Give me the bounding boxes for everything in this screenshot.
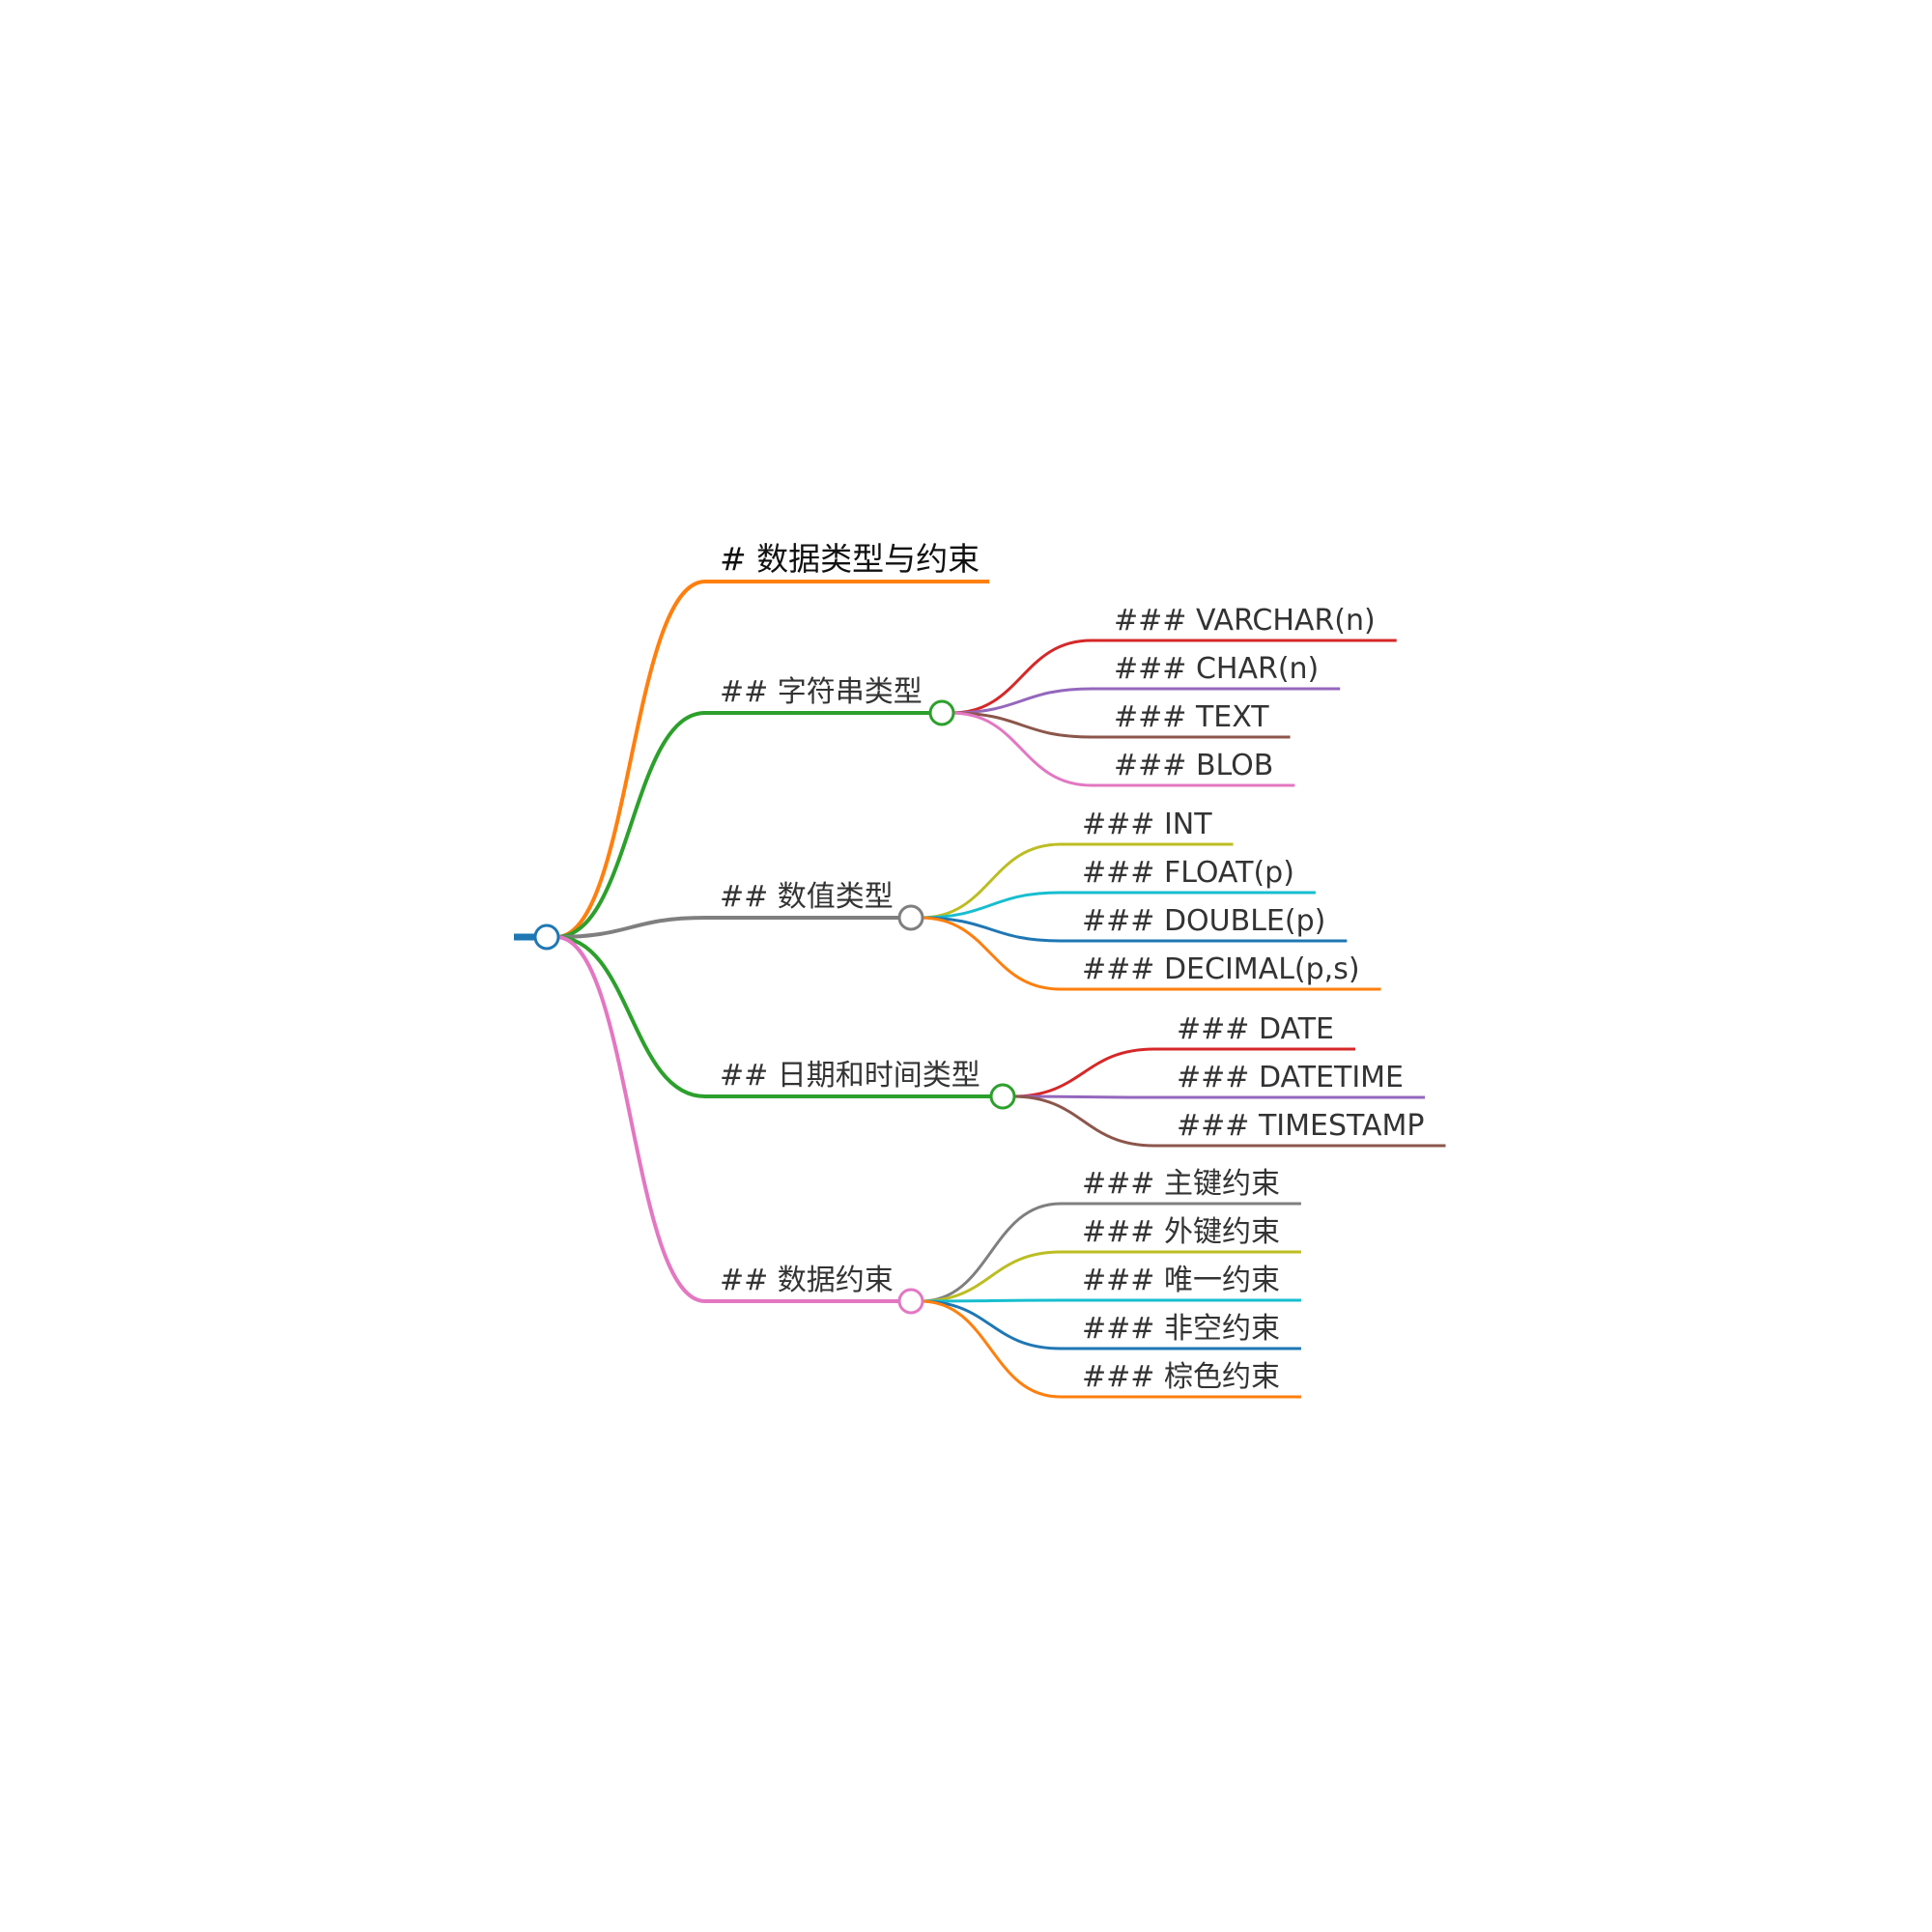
leaf-edge <box>920 916 1062 943</box>
root-node[interactable] <box>514 923 560 951</box>
leaf-node[interactable]: ### BLOB <box>951 711 1295 787</box>
leaf-label: ### 外键约束 <box>1082 1215 1280 1249</box>
title-node[interactable]: # 数据类型与约束 <box>720 540 980 578</box>
leaf-label: ### TEXT <box>1114 700 1269 734</box>
mindmap-tree: # 数据类型与约束 ## 字符串类型 ### VARCHAR(n) ### CHAR(… <box>514 540 1446 1399</box>
leaf-edge <box>920 1250 1062 1303</box>
leaf-edge <box>951 711 1093 739</box>
leaf-edge <box>951 711 1093 787</box>
leaf-label: ### TIMESTAMP <box>1177 1109 1425 1143</box>
category-node[interactable]: ## 日期和时间类型 <box>720 1059 980 1093</box>
leaf-edge <box>920 916 1062 991</box>
branch-edge <box>555 935 706 1303</box>
leaf-node[interactable]: ### DATE <box>1011 1012 1355 1098</box>
leaf-node[interactable]: ### TIMESTAMP <box>1011 1094 1446 1148</box>
branch-4: ## 日期和时间类型 ### DATE ### DATETIME ### TIMEST… <box>555 935 1446 1148</box>
leaf-label: ### FLOAT(p) <box>1082 856 1294 890</box>
category-node[interactable]: ## 字符串类型 <box>720 675 923 709</box>
leaf-node[interactable]: ### 唯一约束 <box>920 1264 1301 1303</box>
leaf-label: ### 棕色约束 <box>1082 1360 1280 1394</box>
collapse-toggle-icon[interactable] <box>897 904 924 931</box>
leaf-node[interactable]: ### 主键约束 <box>920 1167 1301 1303</box>
leaf-label: ### CHAR(n) <box>1114 652 1319 686</box>
leaf-label: ### DECIMAL(p,s) <box>1082 952 1360 986</box>
leaf-edge <box>951 687 1093 715</box>
leaf-node[interactable]: ### CHAR(n) <box>951 652 1341 715</box>
leaf-label: ### DOUBLE(p) <box>1082 904 1325 938</box>
branch-edge <box>555 580 706 939</box>
root-toggle-icon[interactable] <box>533 923 560 951</box>
branch-edge <box>555 916 706 939</box>
leaf-node[interactable]: ### DOUBLE(p) <box>920 904 1348 943</box>
leaf-node[interactable]: ### 非空约束 <box>920 1299 1301 1350</box>
leaf-label: ### INT <box>1082 808 1212 841</box>
leaf-node[interactable]: ### TEXT <box>951 700 1291 739</box>
leaf-edge <box>920 1299 1062 1399</box>
leaf-label: ### VARCHAR(n) <box>1114 604 1376 638</box>
leaf-node[interactable]: ### 棕色约束 <box>920 1299 1301 1399</box>
leaf-edge <box>920 1299 1062 1350</box>
leaf-edge <box>920 1202 1062 1303</box>
leaf-label: ### DATE <box>1177 1012 1334 1046</box>
branch-2: ## 字符串类型 ### VARCHAR(n) ### CHAR(n) ### TEX… <box>555 604 1397 939</box>
leaf-node[interactable]: ### DECIMAL(p,s) <box>920 916 1381 991</box>
collapse-toggle-icon[interactable] <box>989 1083 1016 1110</box>
collapse-toggle-icon[interactable] <box>897 1288 924 1315</box>
leaf-edge <box>920 891 1062 920</box>
leaf-node[interactable]: ### INT <box>920 808 1234 920</box>
branch-3: ## 数值类型 ### INT ### FLOAT(p) ### DOUBLE(p) #… <box>555 808 1381 991</box>
leaf-label: ### 非空约束 <box>1082 1312 1280 1346</box>
leaf-edge <box>920 1298 1062 1303</box>
branch-1: # 数据类型与约束 <box>555 540 990 939</box>
leaf-edge <box>1011 1047 1155 1098</box>
category-node[interactable]: ## 数值类型 <box>720 880 894 914</box>
leaf-edge <box>1011 1094 1155 1099</box>
collapse-toggle-icon[interactable] <box>928 699 955 726</box>
leaf-node[interactable]: ### VARCHAR(n) <box>951 604 1397 715</box>
leaf-label: ### 唯一约束 <box>1082 1264 1280 1297</box>
leaf-node[interactable]: ### DATETIME <box>1011 1061 1426 1099</box>
leaf-edge <box>951 639 1093 715</box>
category-node[interactable]: ## 数据约束 <box>720 1264 894 1297</box>
branch-edge <box>555 935 706 1098</box>
leaf-edge <box>920 842 1062 920</box>
branch-edge <box>555 711 706 939</box>
leaf-label: ### 主键约束 <box>1082 1167 1280 1201</box>
leaf-node[interactable]: ### 外键约束 <box>920 1215 1301 1303</box>
leaf-label: ### DATETIME <box>1177 1061 1404 1094</box>
leaf-edge <box>1011 1094 1155 1148</box>
branch-5: ## 数据约束 ### 主键约束 ### 外键约束 ### 唯一约束 ### 非空约束 #… <box>555 935 1301 1399</box>
leaf-label: ### BLOB <box>1114 749 1273 782</box>
leaf-node[interactable]: ### FLOAT(p) <box>920 856 1316 920</box>
